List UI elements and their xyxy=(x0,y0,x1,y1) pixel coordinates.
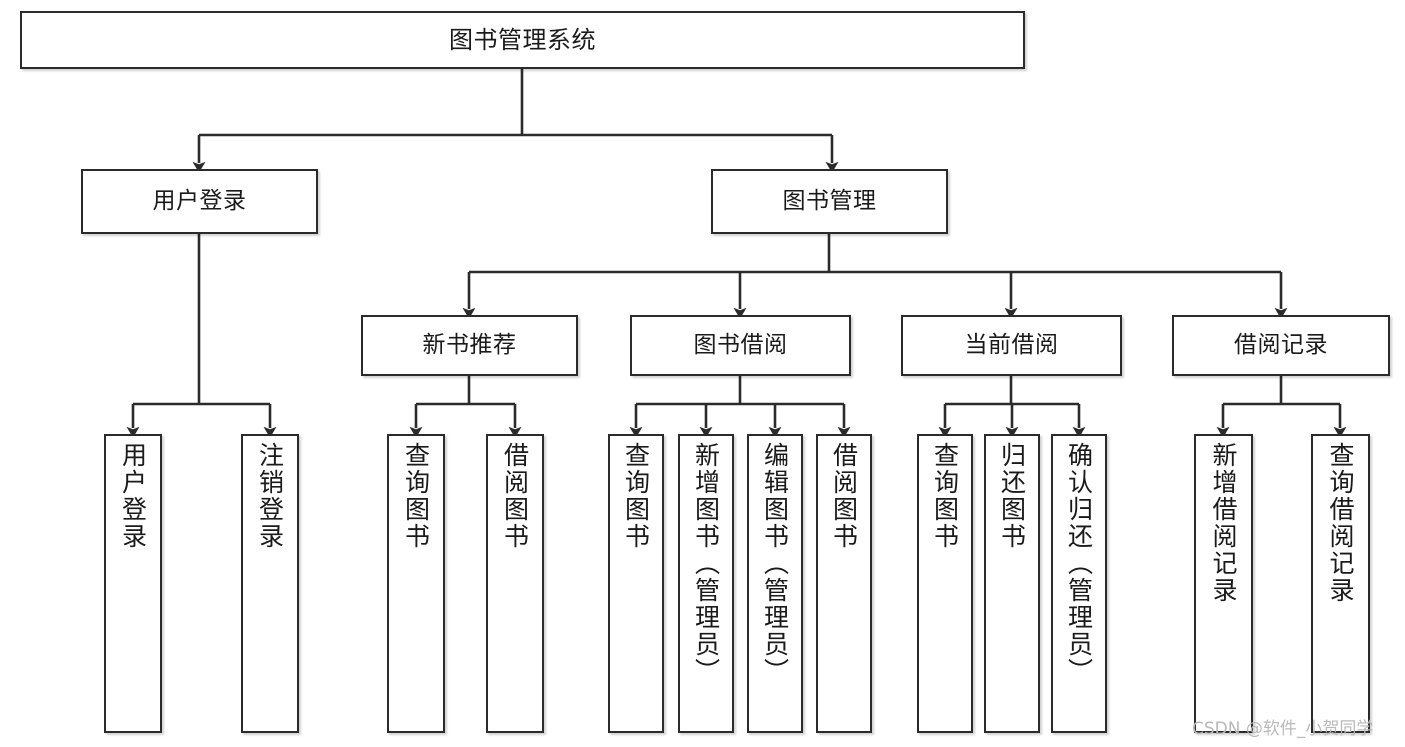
leaf-borrow-book[interactable]: 借阅图书 xyxy=(816,434,872,733)
node-book-management[interactable]: 图书管理 xyxy=(711,169,948,234)
new-book-to-leaves-edges xyxy=(409,376,522,438)
leaf-add-book-admin-label: 新增图书（管理员） xyxy=(691,442,721,685)
leaf-query-book-current-label: 查询图书 xyxy=(930,442,960,550)
user-login-to-leaves-edges xyxy=(126,234,277,438)
csdn-watermark: CSDN @软件_小贺同学 xyxy=(1192,719,1374,739)
leaf-return-book[interactable]: 归还图书 xyxy=(984,434,1040,733)
node-book-management-label: 图书管理 xyxy=(782,187,877,214)
node-new-book-recommend-label: 新书推荐 xyxy=(422,331,517,358)
leaf-query-book-borrow-label: 查询图书 xyxy=(621,442,651,550)
root-to-level1-edges xyxy=(192,69,839,173)
node-book-borrow[interactable]: 图书借阅 xyxy=(630,315,851,376)
leaf-edit-book-admin[interactable]: 编辑图书（管理员） xyxy=(747,434,803,733)
leaf-add-book-admin[interactable]: 新增图书（管理员） xyxy=(678,434,734,733)
leaf-query-book-recommend[interactable]: 查询图书 xyxy=(387,434,445,733)
current-borrow-to-leaves-edges xyxy=(938,376,1086,438)
leaf-logout[interactable]: 注销登录 xyxy=(241,434,299,733)
leaf-edit-book-admin-label: 编辑图书（管理员） xyxy=(760,442,790,685)
leaf-query-borrow-record-label: 查询借阅记录 xyxy=(1326,442,1355,604)
node-current-borrow[interactable]: 当前借阅 xyxy=(901,315,1122,376)
leaf-borrow-book-label: 借阅图书 xyxy=(829,442,859,550)
node-current-borrow-label: 当前借阅 xyxy=(964,331,1059,358)
node-user-login[interactable]: 用户登录 xyxy=(81,169,318,234)
node-borrow-record-label: 借阅记录 xyxy=(1234,331,1328,358)
leaf-confirm-return-admin-label: 确认归还（管理员） xyxy=(1064,442,1094,685)
leaf-borrow-book-recommend[interactable]: 借阅图书 xyxy=(486,434,544,733)
node-borrow-record[interactable]: 借阅记录 xyxy=(1172,315,1390,376)
leaf-user-login[interactable]: 用户登录 xyxy=(104,434,162,733)
leaf-return-book-label: 归还图书 xyxy=(997,442,1027,550)
leaf-query-book-current[interactable]: 查询图书 xyxy=(917,434,973,733)
node-root[interactable]: 图书管理系统 xyxy=(20,11,1025,69)
leaf-query-book-borrow[interactable]: 查询图书 xyxy=(608,434,664,733)
book-borrow-to-leaves-edges xyxy=(629,376,851,438)
book-manage-to-level2-edges xyxy=(462,234,1288,319)
node-user-login-label: 用户登录 xyxy=(152,187,247,214)
leaf-add-borrow-record[interactable]: 新增借阅记录 xyxy=(1194,434,1253,733)
node-root-label: 图书管理系统 xyxy=(449,25,596,54)
leaf-query-borrow-record[interactable]: 查询借阅记录 xyxy=(1311,434,1370,733)
node-new-book-recommend[interactable]: 新书推荐 xyxy=(361,315,578,376)
leaf-logout-label: 注销登录 xyxy=(255,442,285,550)
leaf-borrow-book-recommend-label: 借阅图书 xyxy=(500,442,530,550)
node-book-borrow-label: 图书借阅 xyxy=(693,331,788,358)
leaf-confirm-return-admin[interactable]: 确认归还（管理员） xyxy=(1051,434,1107,733)
leaf-query-book-recommend-label: 查询图书 xyxy=(401,442,431,550)
leaf-add-borrow-record-label: 新增借阅记录 xyxy=(1209,442,1238,604)
borrow-record-to-leaves-edges xyxy=(1216,376,1347,438)
leaf-user-login-label: 用户登录 xyxy=(118,442,148,550)
